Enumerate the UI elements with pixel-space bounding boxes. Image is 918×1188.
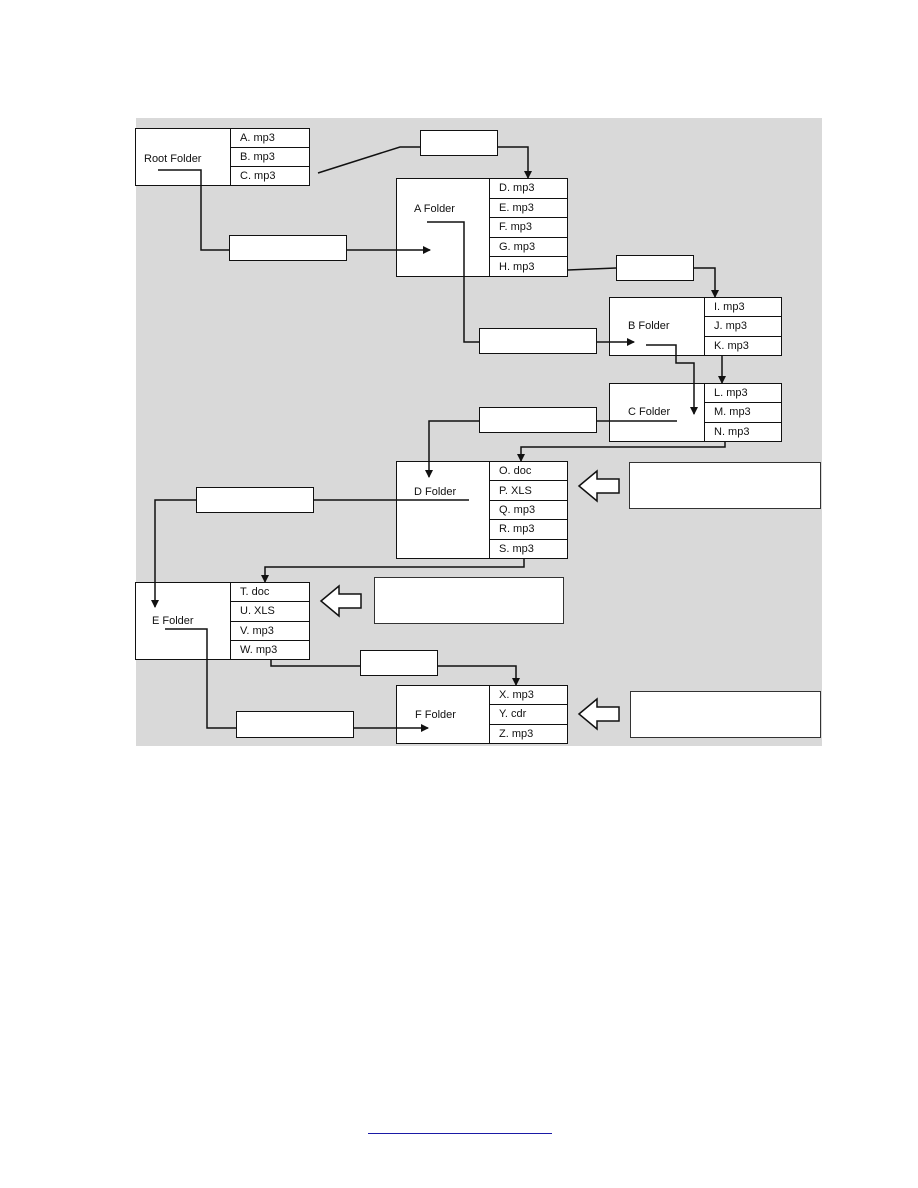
folder-name-e: E Folder	[152, 615, 194, 627]
folder-name-root: Root Folder	[144, 153, 202, 165]
file-list-e: T. doc U. XLS V. mp3 W. mp3	[230, 583, 309, 659]
file-list-root: A. mp3 B. mp3 C. mp3	[230, 129, 309, 185]
file-list-f: X. mp3 Y. cdr Z. mp3	[489, 686, 567, 743]
file-item: Y. cdr	[490, 705, 567, 725]
folder-box-d: D Folder O. doc P. XLS Q. mp3 R. mp3 S. …	[396, 461, 568, 559]
folder-name-a: A Folder	[414, 203, 455, 215]
file-item: A. mp3	[231, 129, 309, 148]
folder-box-f: F Folder X. mp3 Y. cdr Z. mp3	[396, 685, 568, 744]
file-item: E. mp3	[490, 199, 567, 219]
connector-label-box	[479, 407, 597, 433]
file-item: R. mp3	[490, 520, 567, 540]
file-item: N. mp3	[714, 425, 750, 438]
file-item: S. mp3	[499, 542, 534, 555]
file-item: U. XLS	[231, 602, 309, 622]
file-item: Q. mp3	[490, 501, 567, 521]
file-list-c: L. mp3 M. mp3 N. mp3	[704, 384, 781, 441]
file-item: C. mp3	[240, 170, 276, 182]
connector-label-box	[616, 255, 694, 281]
connector-label-box	[420, 130, 498, 156]
file-list-b: I. mp3 J. mp3 K. mp3	[704, 298, 781, 355]
file-list-d: O. doc P. XLS Q. mp3 R. mp3 S. mp3	[489, 462, 567, 558]
folder-name-d: D Folder	[414, 486, 457, 498]
connector-label-box	[229, 235, 347, 261]
file-item: F. mp3	[490, 218, 567, 238]
file-item: P. XLS	[490, 481, 567, 501]
file-item: K. mp3	[714, 339, 749, 352]
connector-label-box	[479, 328, 597, 354]
connector-label-box	[196, 487, 314, 513]
hollow-left-arrow-icon	[577, 469, 620, 503]
file-item: D. mp3	[490, 179, 567, 199]
folder-box-c: C Folder L. mp3 M. mp3 N. mp3	[609, 383, 782, 442]
file-item: W. mp3	[240, 643, 278, 656]
file-item: G. mp3	[490, 238, 567, 258]
file-list-a: D. mp3 E. mp3 F. mp3 G. mp3 H. mp3	[489, 179, 567, 276]
note-box	[374, 577, 564, 624]
folder-name-b: B Folder	[628, 320, 670, 332]
folder-box-b: B Folder I. mp3 J. mp3 K. mp3	[609, 297, 782, 356]
file-item: V. mp3	[231, 622, 309, 641]
file-item: X. mp3	[490, 686, 567, 706]
file-item: H. mp3	[499, 260, 535, 273]
file-item: M. mp3	[705, 403, 781, 423]
file-item: I. mp3	[705, 298, 781, 318]
file-item: B. mp3	[231, 148, 309, 167]
connector-label-box	[360, 650, 438, 676]
folder-box-root: Root Folder A. mp3 B. mp3 C. mp3	[135, 128, 310, 186]
connector-label-box	[236, 711, 354, 738]
folder-box-a: A Folder D. mp3 E. mp3 F. mp3 G. mp3 H. …	[396, 178, 568, 277]
file-item: T. doc	[231, 583, 309, 603]
hollow-left-arrow-icon	[319, 584, 362, 618]
file-item: L. mp3	[705, 384, 781, 404]
hollow-left-arrow-icon	[577, 697, 620, 731]
folder-name-c: C Folder	[628, 406, 671, 418]
note-box	[630, 691, 821, 738]
folder-name-f: F Folder	[415, 709, 456, 721]
file-item: Z. mp3	[499, 727, 534, 740]
note-box	[629, 462, 821, 509]
folder-box-e: E Folder T. doc U. XLS V. mp3 W. mp3	[135, 582, 310, 660]
file-item: J. mp3	[705, 317, 781, 337]
file-item: O. doc	[490, 462, 567, 482]
footer-link-underline[interactable]	[368, 1123, 552, 1134]
